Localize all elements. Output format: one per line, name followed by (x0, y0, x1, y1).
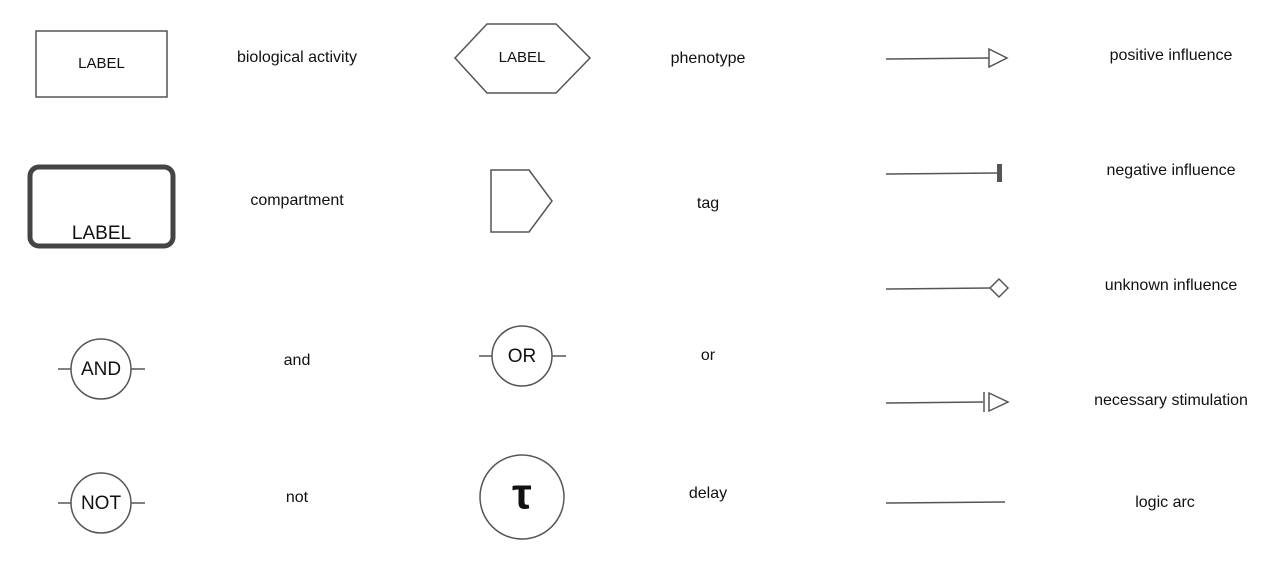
positive-influence-caption: positive influence (1109, 47, 1233, 64)
not-caption: not (285, 489, 309, 506)
delay-glyph-circle (479, 454, 565, 540)
tag-glyph (490, 169, 553, 233)
biological-activity-caption: biological activity (236, 49, 358, 66)
positive-influence-line (885, 57, 990, 60)
phenotype-hexagon (453, 23, 592, 94)
or-caption: or (700, 347, 716, 364)
compartment-glyph-label: LABEL (72, 223, 131, 244)
phenotype-caption: phenotype (670, 50, 746, 67)
biological-activity-box (35, 30, 168, 98)
delay-caption: delay (688, 485, 728, 502)
phenotype-glyph-label: LABEL (499, 49, 546, 66)
unknown-influence-caption: unknown influence (1104, 277, 1238, 294)
and-glyph-label: AND (81, 359, 121, 380)
or-glyph-label: OR (508, 346, 537, 367)
necessary-stimulation-line (885, 401, 984, 404)
negative-influence-line (885, 172, 999, 175)
not-glyph-label: NOT (81, 493, 122, 514)
compartment-caption: compartment (250, 192, 344, 209)
unknown-influence-diamond-icon (988, 277, 1010, 299)
negative-influence-bar-icon (997, 164, 1002, 182)
necessary-stimulation-arrowhead-icon (988, 391, 1010, 413)
positive-influence-arrowhead-icon (988, 47, 1009, 69)
delay-glyph-tau: τ (512, 470, 532, 519)
unknown-influence-line (885, 287, 991, 290)
logic-arc-line (885, 501, 1006, 504)
negative-influence-caption: negative influence (1106, 162, 1236, 179)
and-caption: and (283, 352, 311, 369)
compartment-box (27, 164, 176, 249)
tag-caption: tag (696, 195, 720, 212)
necessary-stimulation-caption: necessary stimulation (1094, 392, 1248, 409)
biological-activity-glyph-label: LABEL (78, 55, 125, 72)
logic-arc-caption: logic arc (1135, 494, 1195, 511)
